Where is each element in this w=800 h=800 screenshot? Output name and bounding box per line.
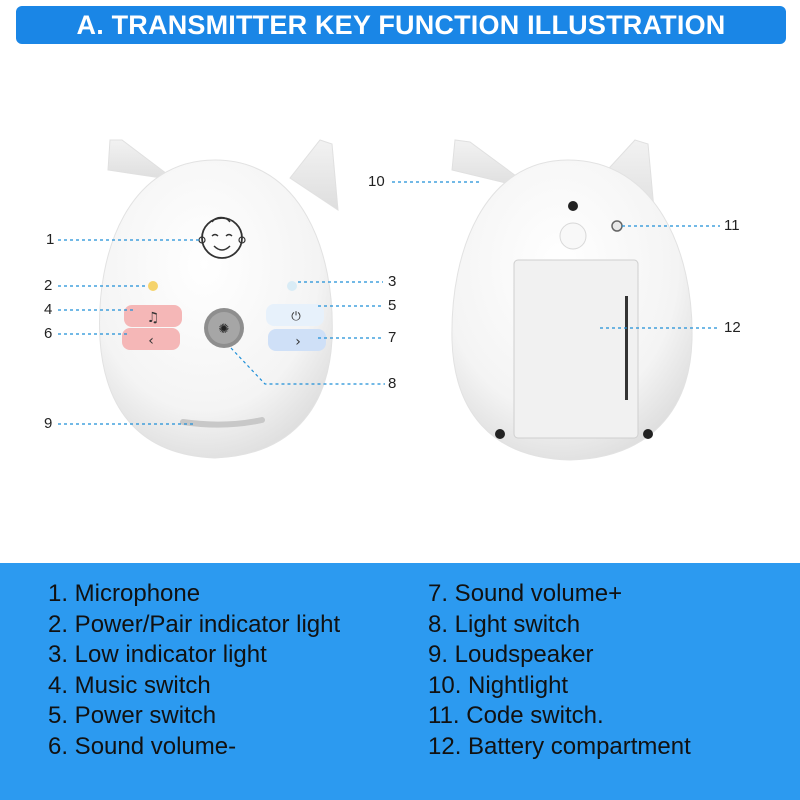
legend-item: 1. Microphone [48,580,201,607]
legend-item: 2. Power/Pair indicator light [48,610,341,638]
front-device: ♫ ‹ ⏻ › ✺ [99,139,339,459]
legend-item: 4. Music switch [48,671,211,699]
battery-latch [625,296,628,400]
callout-2: 2 [44,277,53,294]
front-left-ear [107,139,176,181]
power-pair-indicator [148,281,158,291]
volume-down-button [122,328,180,350]
leader-lines [58,181,720,425]
legend-item: 12. Battery compartment [428,732,691,760]
device-illustration: ♫ ‹ ⏻ › ✺ [58,139,720,461]
callout-5: 5 [388,297,397,314]
callout-9: 9 [44,415,53,432]
screw-top [568,201,578,211]
callout-12: 12 [724,319,741,336]
music-button [124,305,182,327]
left-arrow-icon: ‹ [148,333,154,349]
callout-7: 7 [388,329,397,346]
battery-cover [513,259,639,439]
legend-item: 9. Loudspeaker [428,641,594,668]
legend-right-list: 7. Sound volume+ 8. Light switch 9. Loud… [428,579,691,762]
back-device [451,139,693,461]
legend-item: 7. Sound volume+ [428,580,623,607]
code-switch [611,220,623,232]
loudspeaker-slot [180,417,265,428]
foot-right [643,429,653,439]
music-note-icon: ♫ [147,310,160,326]
foot-left [495,429,505,439]
legend-left-list: 1. Microphone 2. Power/Pair indicator li… [48,579,340,762]
legend-item: 3. Low indicator light [48,641,267,668]
callout-6: 6 [44,325,53,342]
callout-11: 11 [724,217,740,234]
right-arrow-icon: › [295,334,301,350]
callout-10: 10 [368,173,385,190]
callout-4: 4 [44,301,53,318]
volume-up-button [268,329,326,351]
callout-1: 1 [46,231,55,248]
legend-item: 11. Code switch. [428,702,604,729]
legend-item: 8. Light switch [428,610,581,638]
power-icon: ⏻ [291,309,301,323]
low-indicator [287,281,297,291]
banner-title: A. TRANSMITTER KEY FUNCTION ILLUSTRATION [16,6,786,44]
power-button [266,304,324,326]
legend-item: 10. Nightlight [428,671,569,699]
callout-3: 3 [388,273,397,290]
legend-item: 6. Sound volume- [48,732,237,760]
front-right-ear [289,139,339,211]
callout-8: 8 [388,375,397,392]
device-figure: ♫ ‹ ⏻ › ✺ [0,60,800,560]
baby-face-icon [198,216,246,259]
legend-item: 5. Power switch [48,702,217,729]
legend-panel: 1. Microphone 2. Power/Pair indicator li… [0,563,800,800]
hanging-hole [559,222,587,250]
front-body [99,159,333,459]
bulb-icon: ✺ [219,322,230,337]
